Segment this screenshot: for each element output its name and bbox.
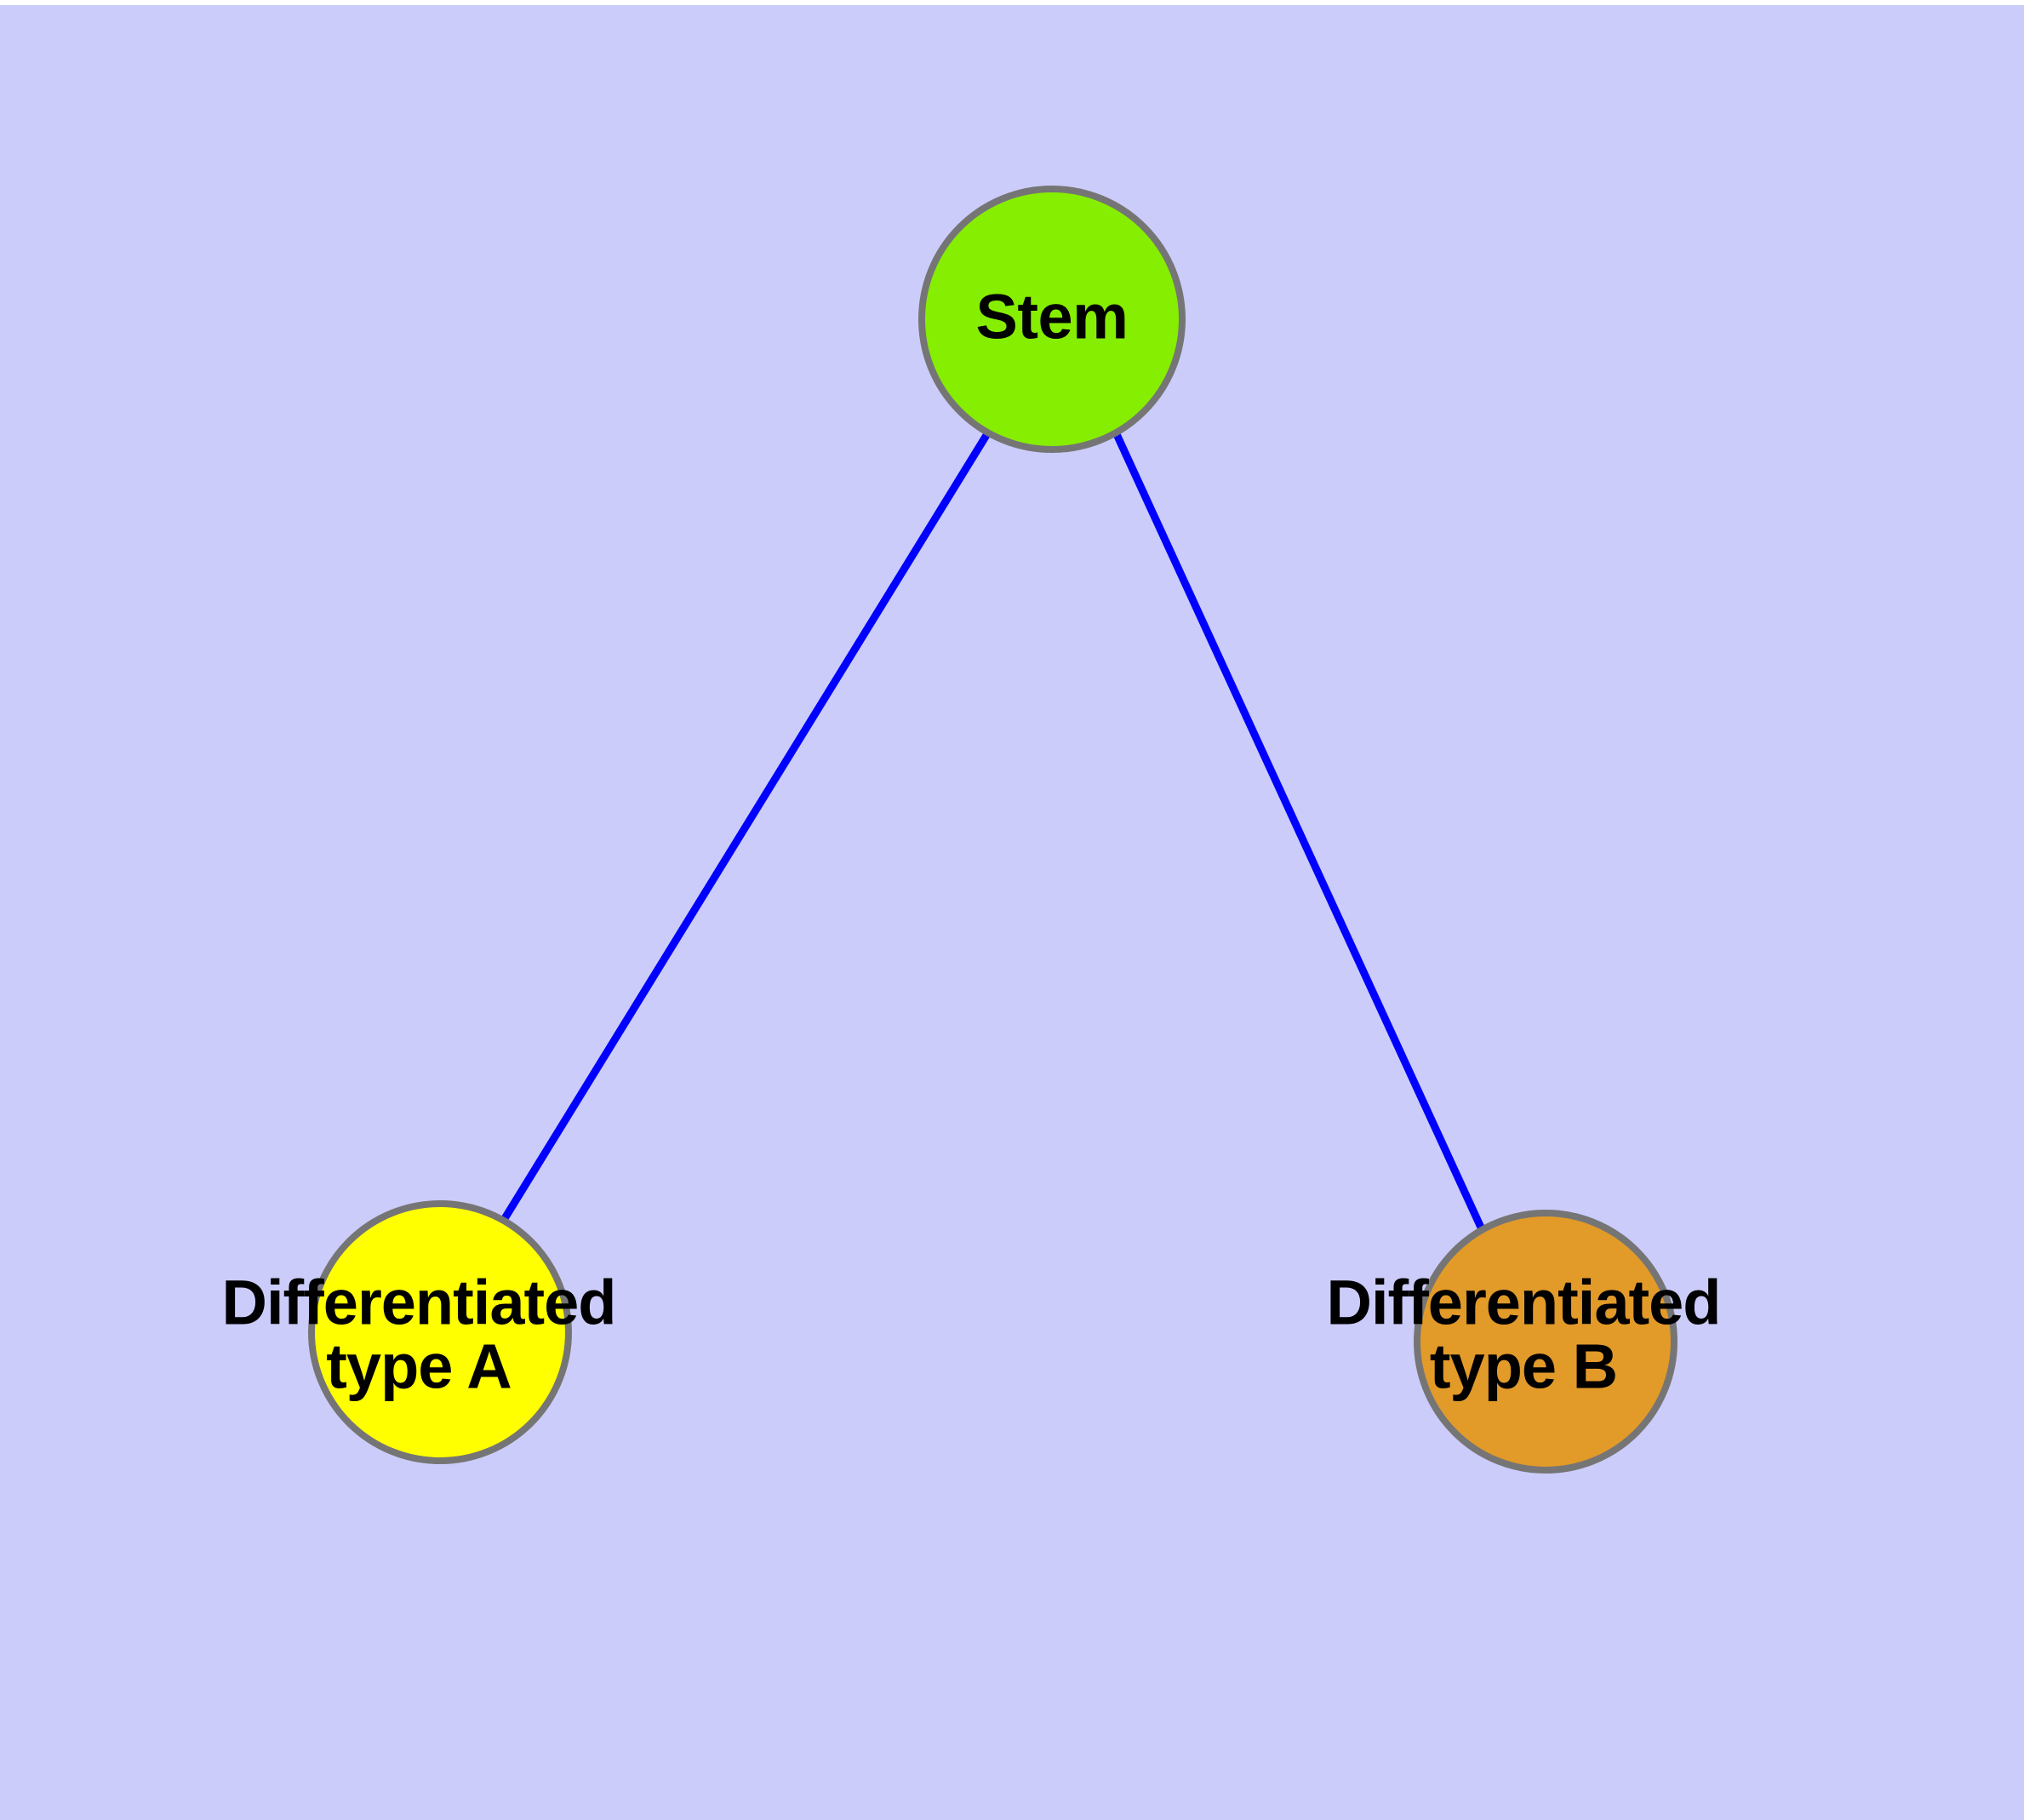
node-layer bbox=[308, 186, 1677, 1474]
graph-node-diff_a[interactable] bbox=[308, 1200, 572, 1464]
graph-edge-stem-diff_a[interactable] bbox=[500, 430, 992, 1222]
graph-node-stem[interactable] bbox=[918, 186, 1186, 453]
graph-edge-stem-diff_b[interactable] bbox=[1112, 431, 1486, 1231]
graph-node-diff_b[interactable] bbox=[1414, 1210, 1677, 1474]
edge-layer bbox=[500, 430, 1486, 1231]
